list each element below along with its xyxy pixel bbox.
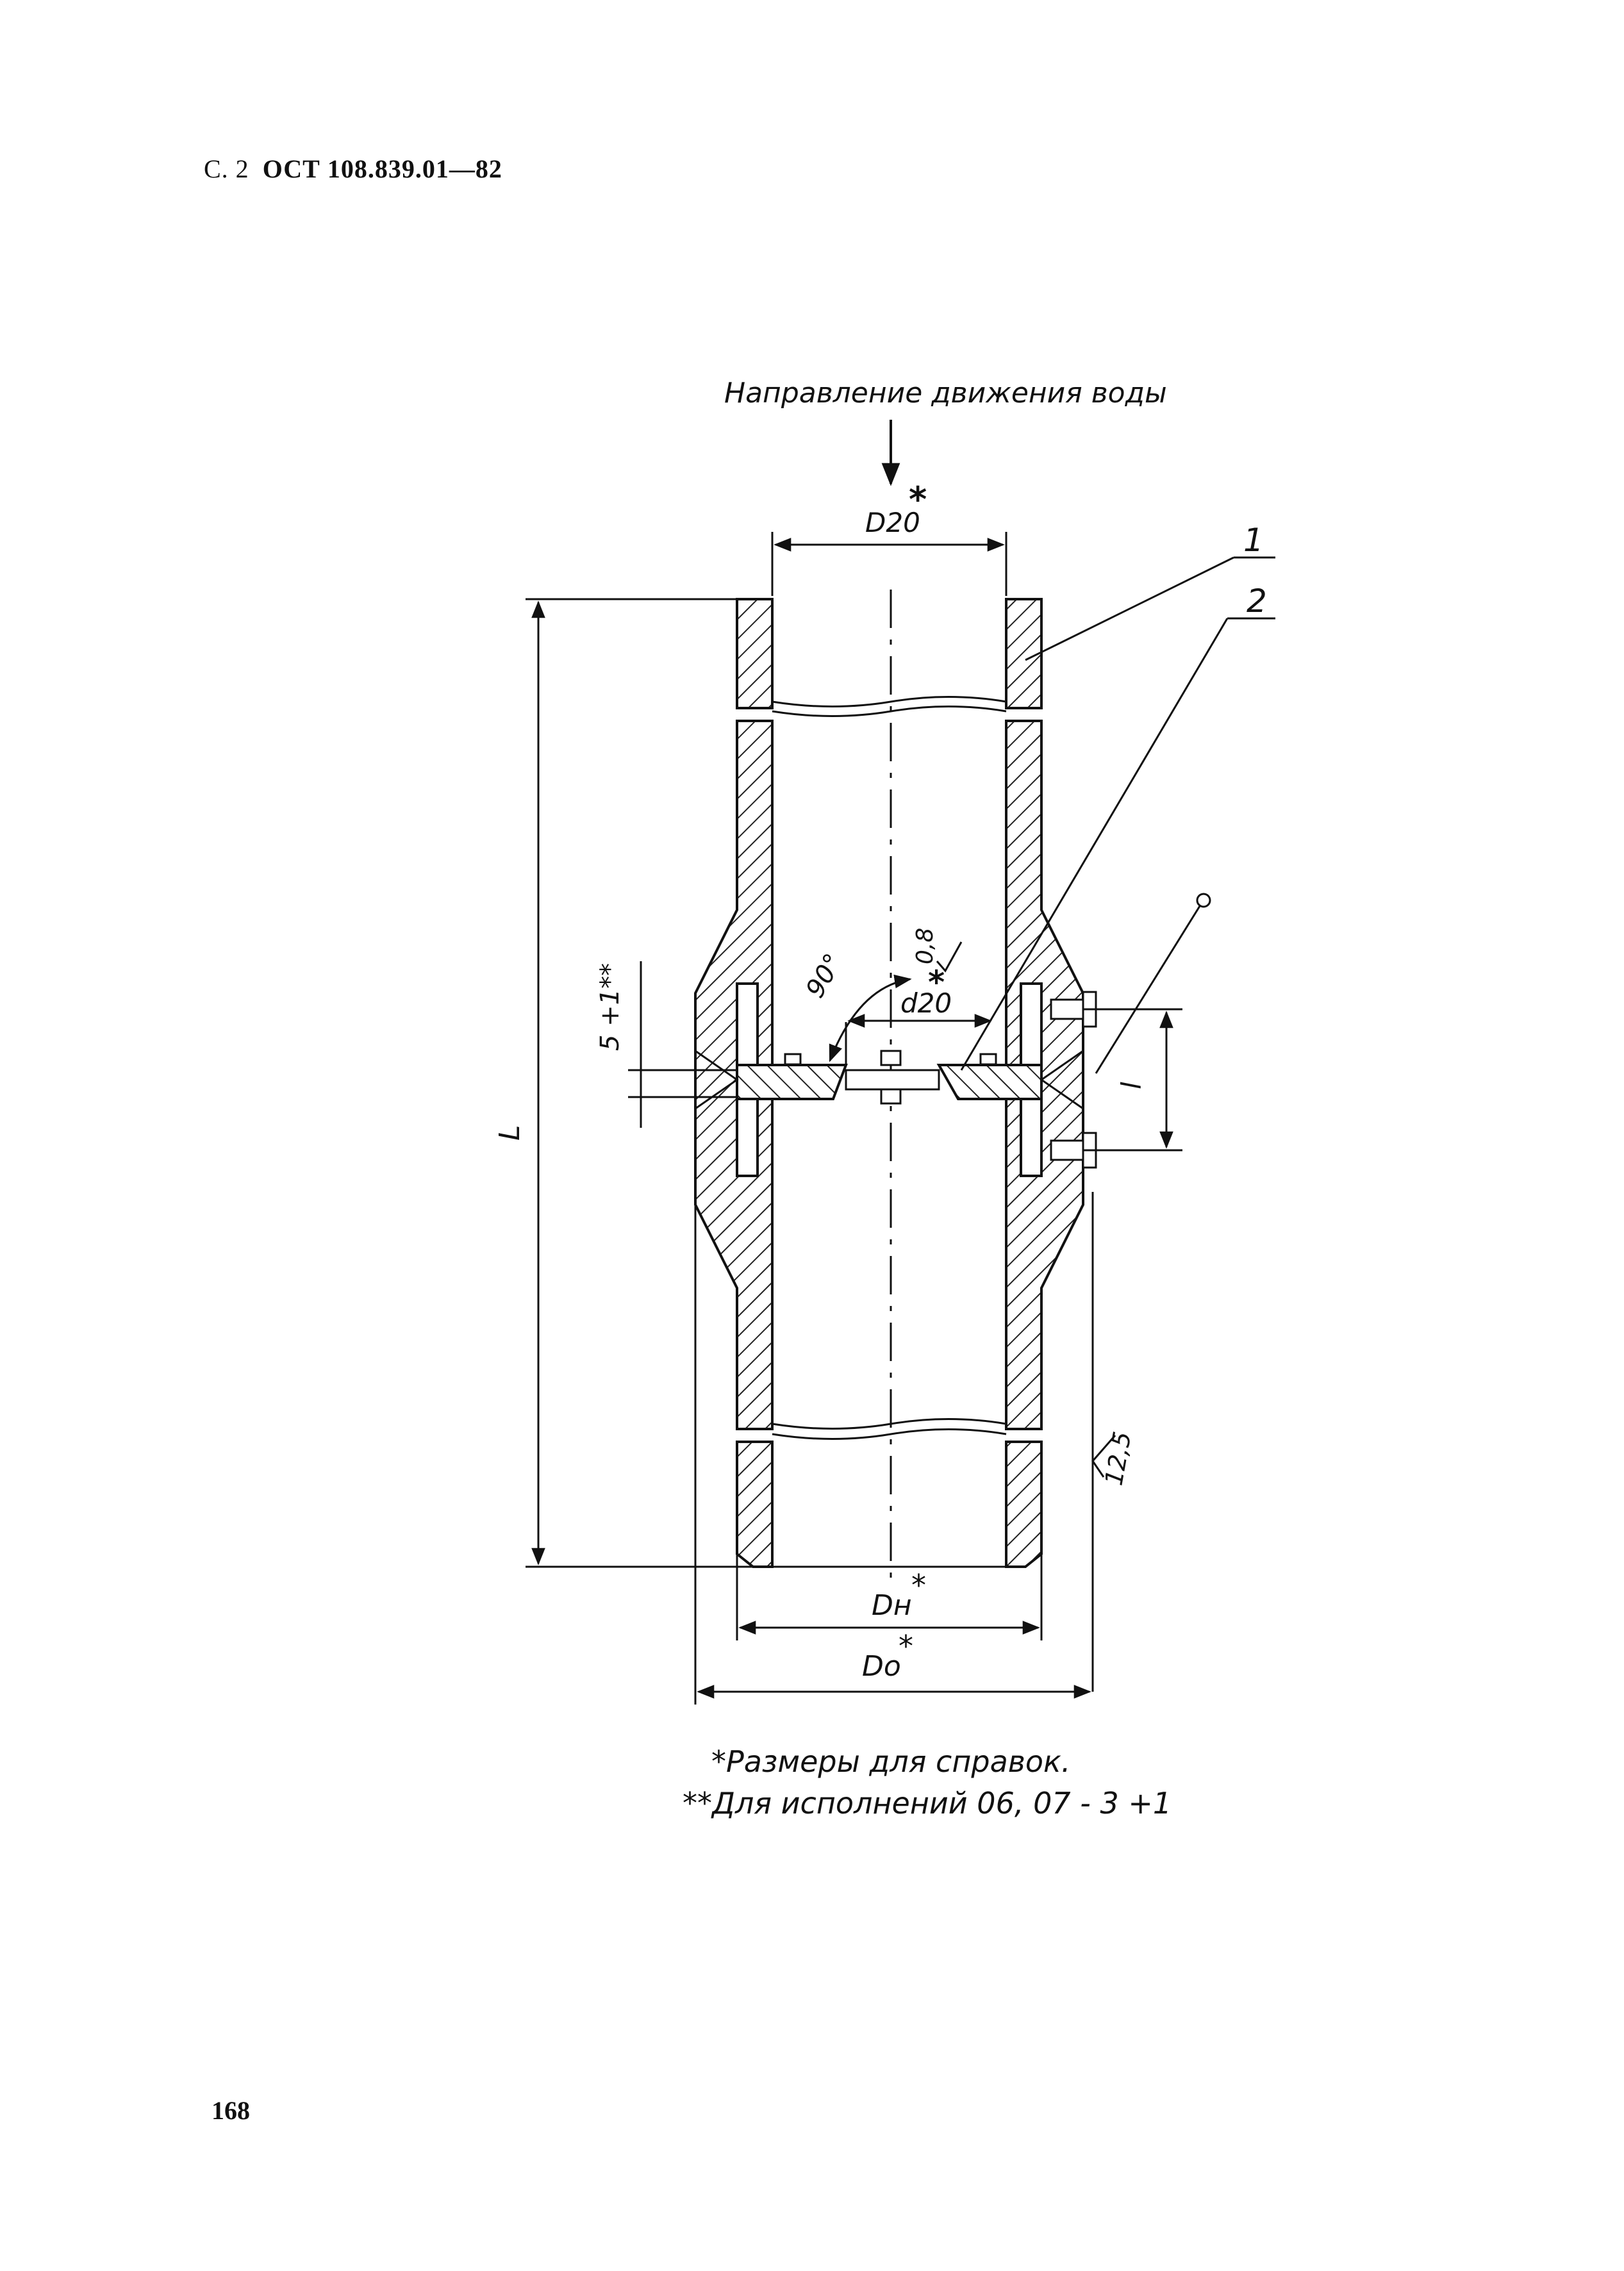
orifice-plate-left [736, 1064, 848, 1100]
roughness-top-label: 0,8 [912, 928, 938, 964]
part-2-label: 2 [1247, 582, 1267, 620]
dim-Do-label: Do [862, 1650, 901, 1683]
part-1-label: 1 [1243, 522, 1264, 559]
page-header: С. 2 ОСТ 108.839.01—82 [204, 154, 502, 184]
roughness-side-label: 12,5 [1100, 1430, 1137, 1488]
page-prefix: С. 2 [204, 154, 249, 183]
note-reference-dims: *Размеры для справок. [711, 1744, 1070, 1779]
orifice-plate-right [936, 1064, 1043, 1100]
dim-d20-label: d20 [900, 987, 952, 1019]
dim-Dn-label: Dн [872, 1589, 912, 1622]
dim-D20-label: D20 [865, 507, 920, 538]
asterisk-d20: * [928, 964, 945, 1001]
dim-L-label: L [493, 1125, 526, 1141]
dim-l-label: l [1116, 1082, 1147, 1089]
body-wall-left [694, 720, 774, 1430]
pipe-wall-right-top [1005, 598, 1043, 709]
asterisk-D20: * [909, 479, 927, 520]
pipe-wall-left-bottom [736, 1441, 774, 1568]
dim-gap-label: 5 +1** [595, 963, 625, 1051]
asterisk-Dn: * [911, 1568, 926, 1603]
asterisk-Do: * [899, 1629, 913, 1664]
angle-label: 90° [800, 949, 849, 1003]
pipe-wall-right-bottom [1005, 1441, 1043, 1568]
flow-direction-label: Направление движения воды [724, 377, 1167, 409]
page-number: 168 [211, 2096, 250, 2125]
body-wall-right [1005, 720, 1084, 1430]
pipe-wall-left-top [736, 598, 774, 709]
note-versions: **Для исполнений 06, 07 - 3 +1 [683, 1786, 1172, 1821]
standard-number: ОСТ 108.839.01—82 [262, 154, 502, 183]
